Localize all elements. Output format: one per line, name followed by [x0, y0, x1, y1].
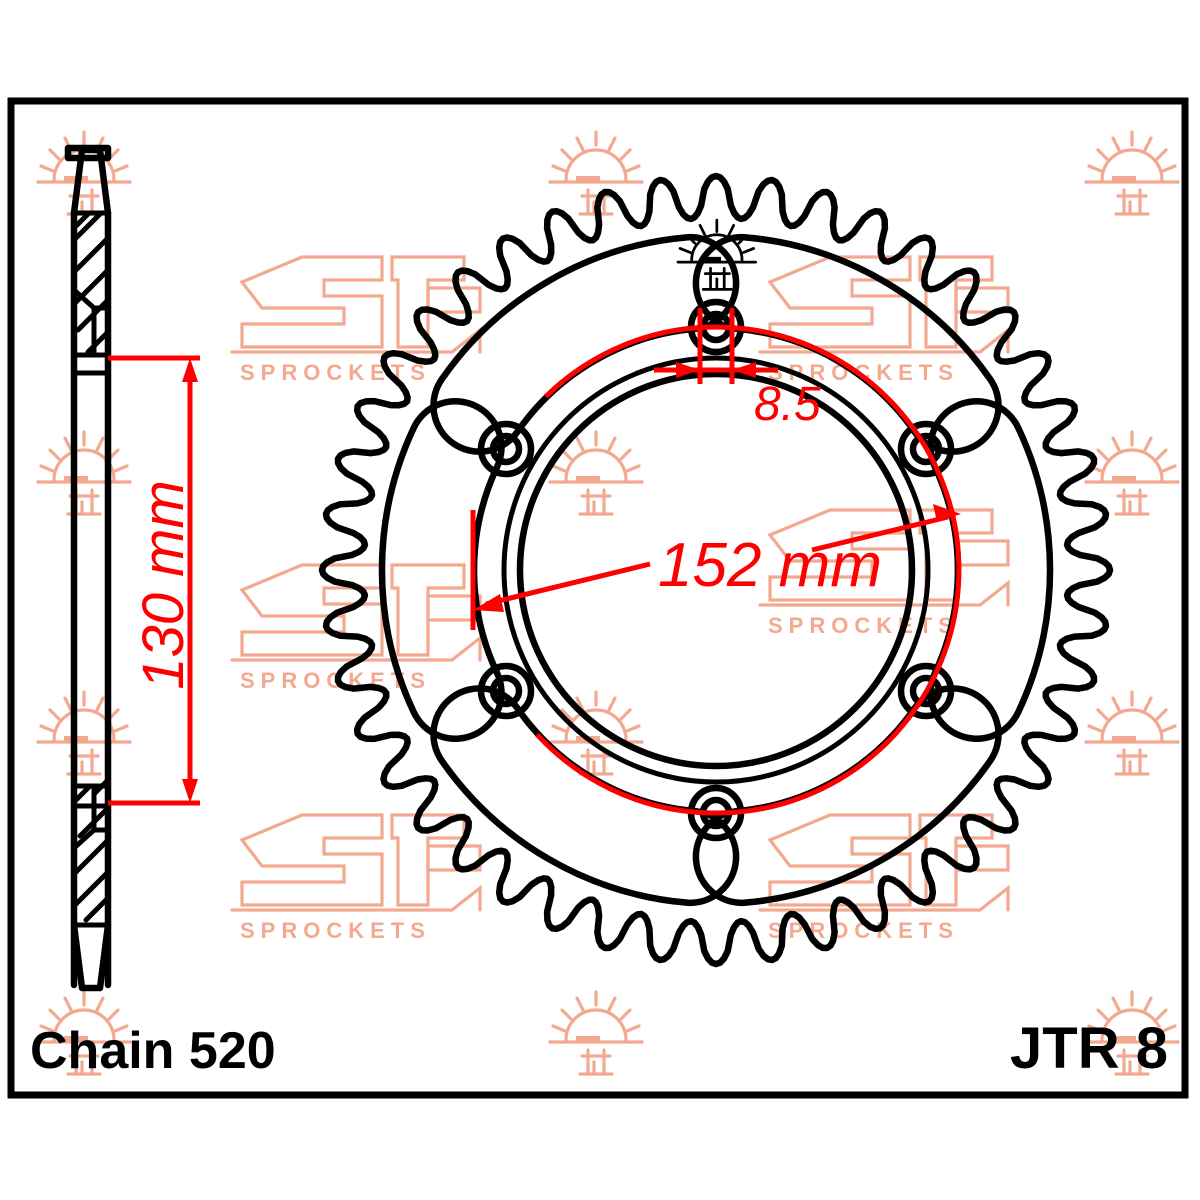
drawing-frame — [7, 97, 1189, 1099]
center-bore-circle — [516, 370, 916, 770]
sprocket-front-view: 152 mm 8.5 — [318, 172, 1114, 968]
dimension-8p5: 8.5 — [654, 308, 821, 431]
dimension-130mm-label: 130 mm — [131, 480, 196, 690]
side-section-view — [64, 144, 112, 992]
chain-label: Chain 520 — [30, 1022, 276, 1080]
watermark-layer — [36, 130, 1180, 1076]
lightening-hole — [692, 233, 1002, 455]
lightening-hole — [430, 685, 740, 907]
lightening-hole — [692, 685, 1002, 907]
hub-outer-circle — [501, 355, 931, 785]
dimension-8p5-label: 8.5 — [754, 378, 821, 431]
rising-sun-stamp-icon — [676, 218, 758, 291]
part-number-label: JTR 8 — [1010, 1016, 1168, 1081]
dimension-152mm-label: 152 mm — [658, 531, 882, 600]
sprocket-teeth — [318, 172, 1114, 968]
dimension-152mm: 152 mm — [470, 504, 961, 630]
dimension-130mm: 130 mm — [108, 355, 200, 806]
bolt-circle-arcs — [535, 324, 962, 816]
lightening-hole — [378, 398, 505, 742]
